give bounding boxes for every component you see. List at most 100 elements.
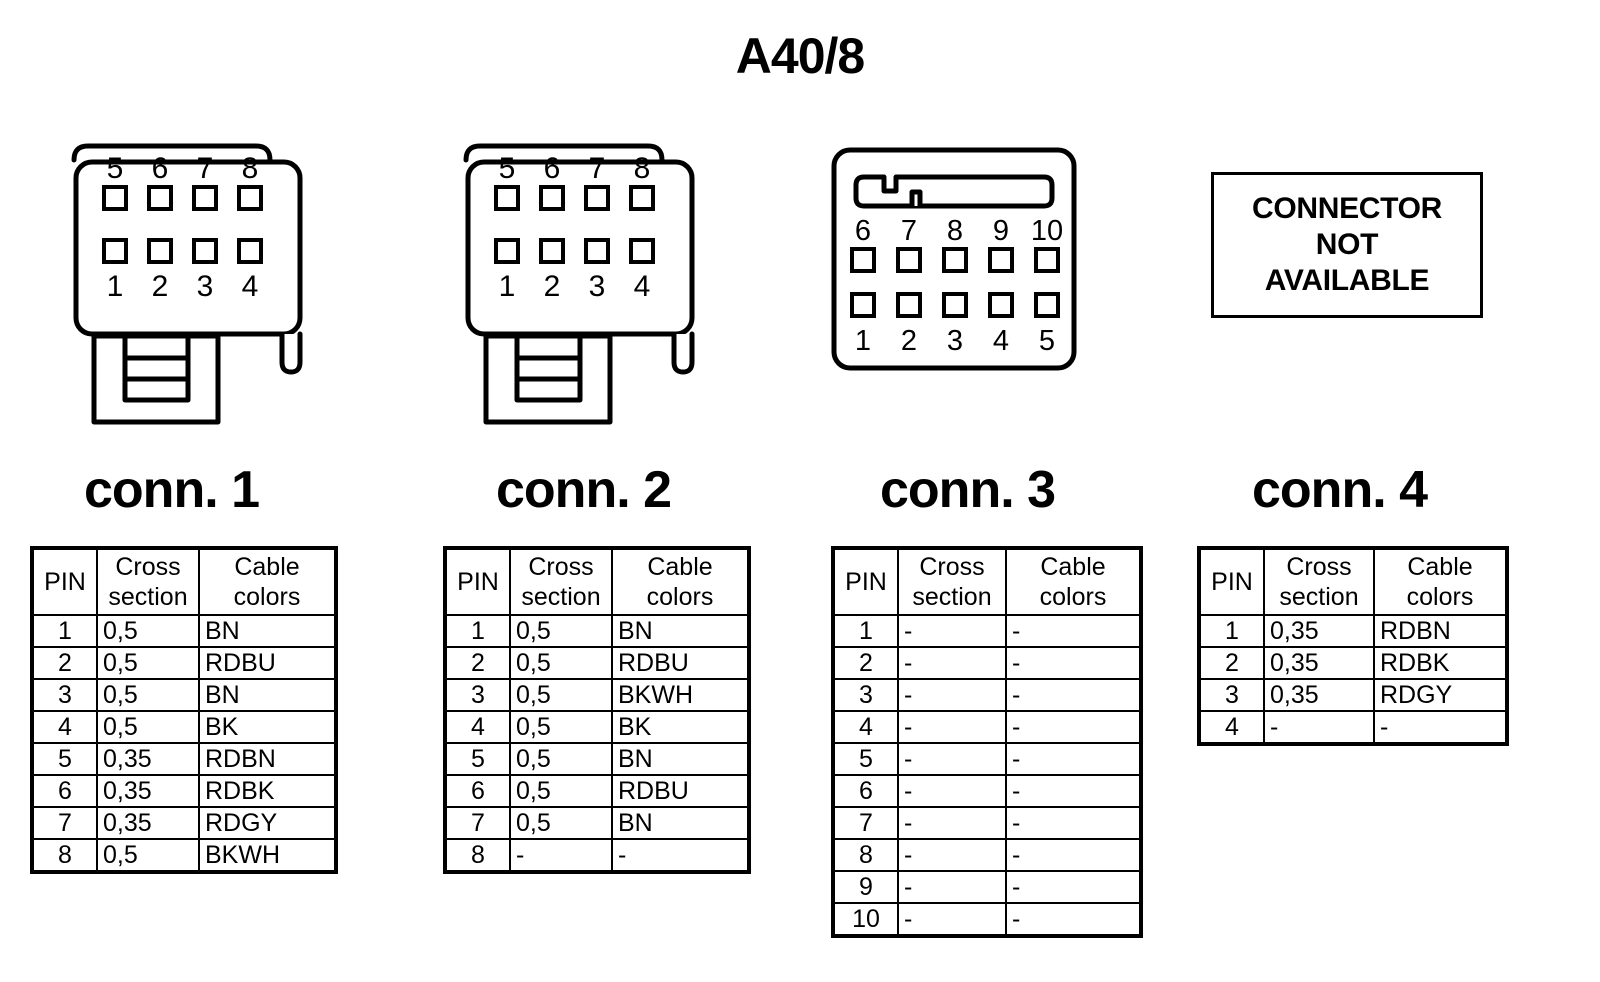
cell-cross-section: 0,5 [96,614,200,648]
cell-pin: 1 [445,614,511,648]
connector-3-diagram: 6 7 8 9 10 1 2 3 4 5 [822,130,1102,430]
cell-pin: 3 [445,678,511,712]
header-cross-line-2: section [108,583,188,611]
header-pin: PIN [32,548,98,616]
cell-cable-colors: RDBK [1373,646,1507,680]
connector-3-pin-table: PIN Cross section Cable colors 1-- 2-- 3… [831,546,1143,938]
connector-2-pin-label-6: 6 [544,152,561,185]
cell-pin: 3 [833,678,899,712]
connector-2-pin-7 [584,185,610,211]
cell-cross-section: 0,5 [509,646,613,680]
cell-cross-section: - [897,646,1007,680]
table-header-row: PIN Cross section Cable colors [1199,548,1507,616]
cell-cable-colors: RDBK [198,774,336,808]
cell-cross-section: 0,35 [1263,614,1375,648]
connector-1-pin-label-8: 8 [242,152,259,185]
connector-1-pin-label-1: 1 [107,270,124,303]
cell-pin: 4 [833,710,899,744]
connector-1-pin-label-2: 2 [152,270,169,303]
connector-3-pin-4 [988,292,1014,318]
cell-pin: 5 [833,742,899,776]
connector-3-pin-label-3: 3 [947,325,963,357]
cell-pin: 2 [445,646,511,680]
connector-2-pin-2 [539,238,565,264]
connector-2-pin-label-3: 3 [589,270,606,303]
cell-cross-section: - [897,742,1007,776]
header-cable-colors: Cable colors [198,548,336,616]
connector-2-pin-label-5: 5 [499,152,516,185]
connector-1-back-shell [71,143,273,185]
cell-cable-colors: BK [611,710,749,744]
connector-3-pin-label-2: 2 [901,325,917,357]
connector-3-pin-1 [850,292,876,318]
header-color-line-1: Cable [1040,553,1106,581]
cell-cable-colors: - [1005,902,1141,936]
connector-na-line-2: NOT [1315,228,1379,261]
cell-cross-section: 0,5 [509,742,613,776]
connector-2-pin-3 [584,238,610,264]
cell-pin: 2 [833,646,899,680]
header-cable-colors: Cable colors [1005,548,1141,616]
cell-cross-section: - [897,774,1007,808]
connector-1-pin-2 [147,238,173,264]
cell-pin: 3 [1199,678,1265,712]
connector-3-pin-6 [850,247,876,273]
header-cross-section: Cross section [509,548,613,616]
connector-3-latch-slot [853,174,1055,209]
connector-3-pin-7 [896,247,922,273]
connector-2-pin-label-7: 7 [589,152,606,185]
cell-cable-colors: RDBN [198,742,336,776]
cell-cable-colors: - [611,838,749,872]
header-cable-colors: Cable colors [1373,548,1507,616]
cell-pin: 6 [833,774,899,808]
cell-cable-colors: - [1005,870,1141,904]
connector-2-pin-label-2: 2 [544,270,561,303]
connector-3-pin-label-5: 5 [1039,325,1055,357]
cell-cross-section: 0,5 [96,678,200,712]
cell-cross-section: 0,5 [509,774,613,808]
header-cross-line-2: section [521,583,601,611]
connector-3-caption: conn. 3 [880,461,1056,519]
cell-cross-section: 0,5 [509,614,613,648]
table-row: 8-- [445,838,749,872]
connector-2-caption: conn. 2 [496,461,672,519]
cell-cross-section: 0,5 [96,710,200,744]
connector-3-pin-label-1: 1 [855,325,871,357]
connector-na-line-1: CONNECTOR [1251,192,1443,225]
connector-2-pin-5 [494,185,520,211]
cell-cable-colors: RDGY [1373,678,1507,712]
connector-1-strain-relief [122,333,191,403]
cell-cable-colors: BN [611,806,749,840]
connector-3-pin-5 [1034,292,1060,318]
table-row: 1-- [833,614,1141,648]
cell-pin: 7 [32,806,98,840]
connector-1-pin-label-6: 6 [152,152,169,185]
header-color-line-2: colors [1039,583,1107,611]
connector-1-pin-label-4: 4 [242,270,259,303]
cell-pin: 4 [445,710,511,744]
connector-2-pin-4 [629,238,655,264]
cell-cable-colors: BN [611,614,749,648]
connector-2-pin-label-1: 1 [499,270,516,303]
cell-pin: 2 [32,646,98,680]
cell-pin: 7 [833,806,899,840]
connector-1-pin-3 [192,238,218,264]
connector-3-pin-9 [988,247,1014,273]
header-color-line-1: Cable [647,553,713,581]
header-cross-section: Cross section [96,548,200,616]
cell-cable-colors: RDBU [611,774,749,808]
connector-1-pin-label-5: 5 [107,152,124,185]
cell-cable-colors: RDBN [1373,614,1507,648]
cell-pin: 6 [445,774,511,808]
cell-cable-colors: BKWH [611,678,749,712]
